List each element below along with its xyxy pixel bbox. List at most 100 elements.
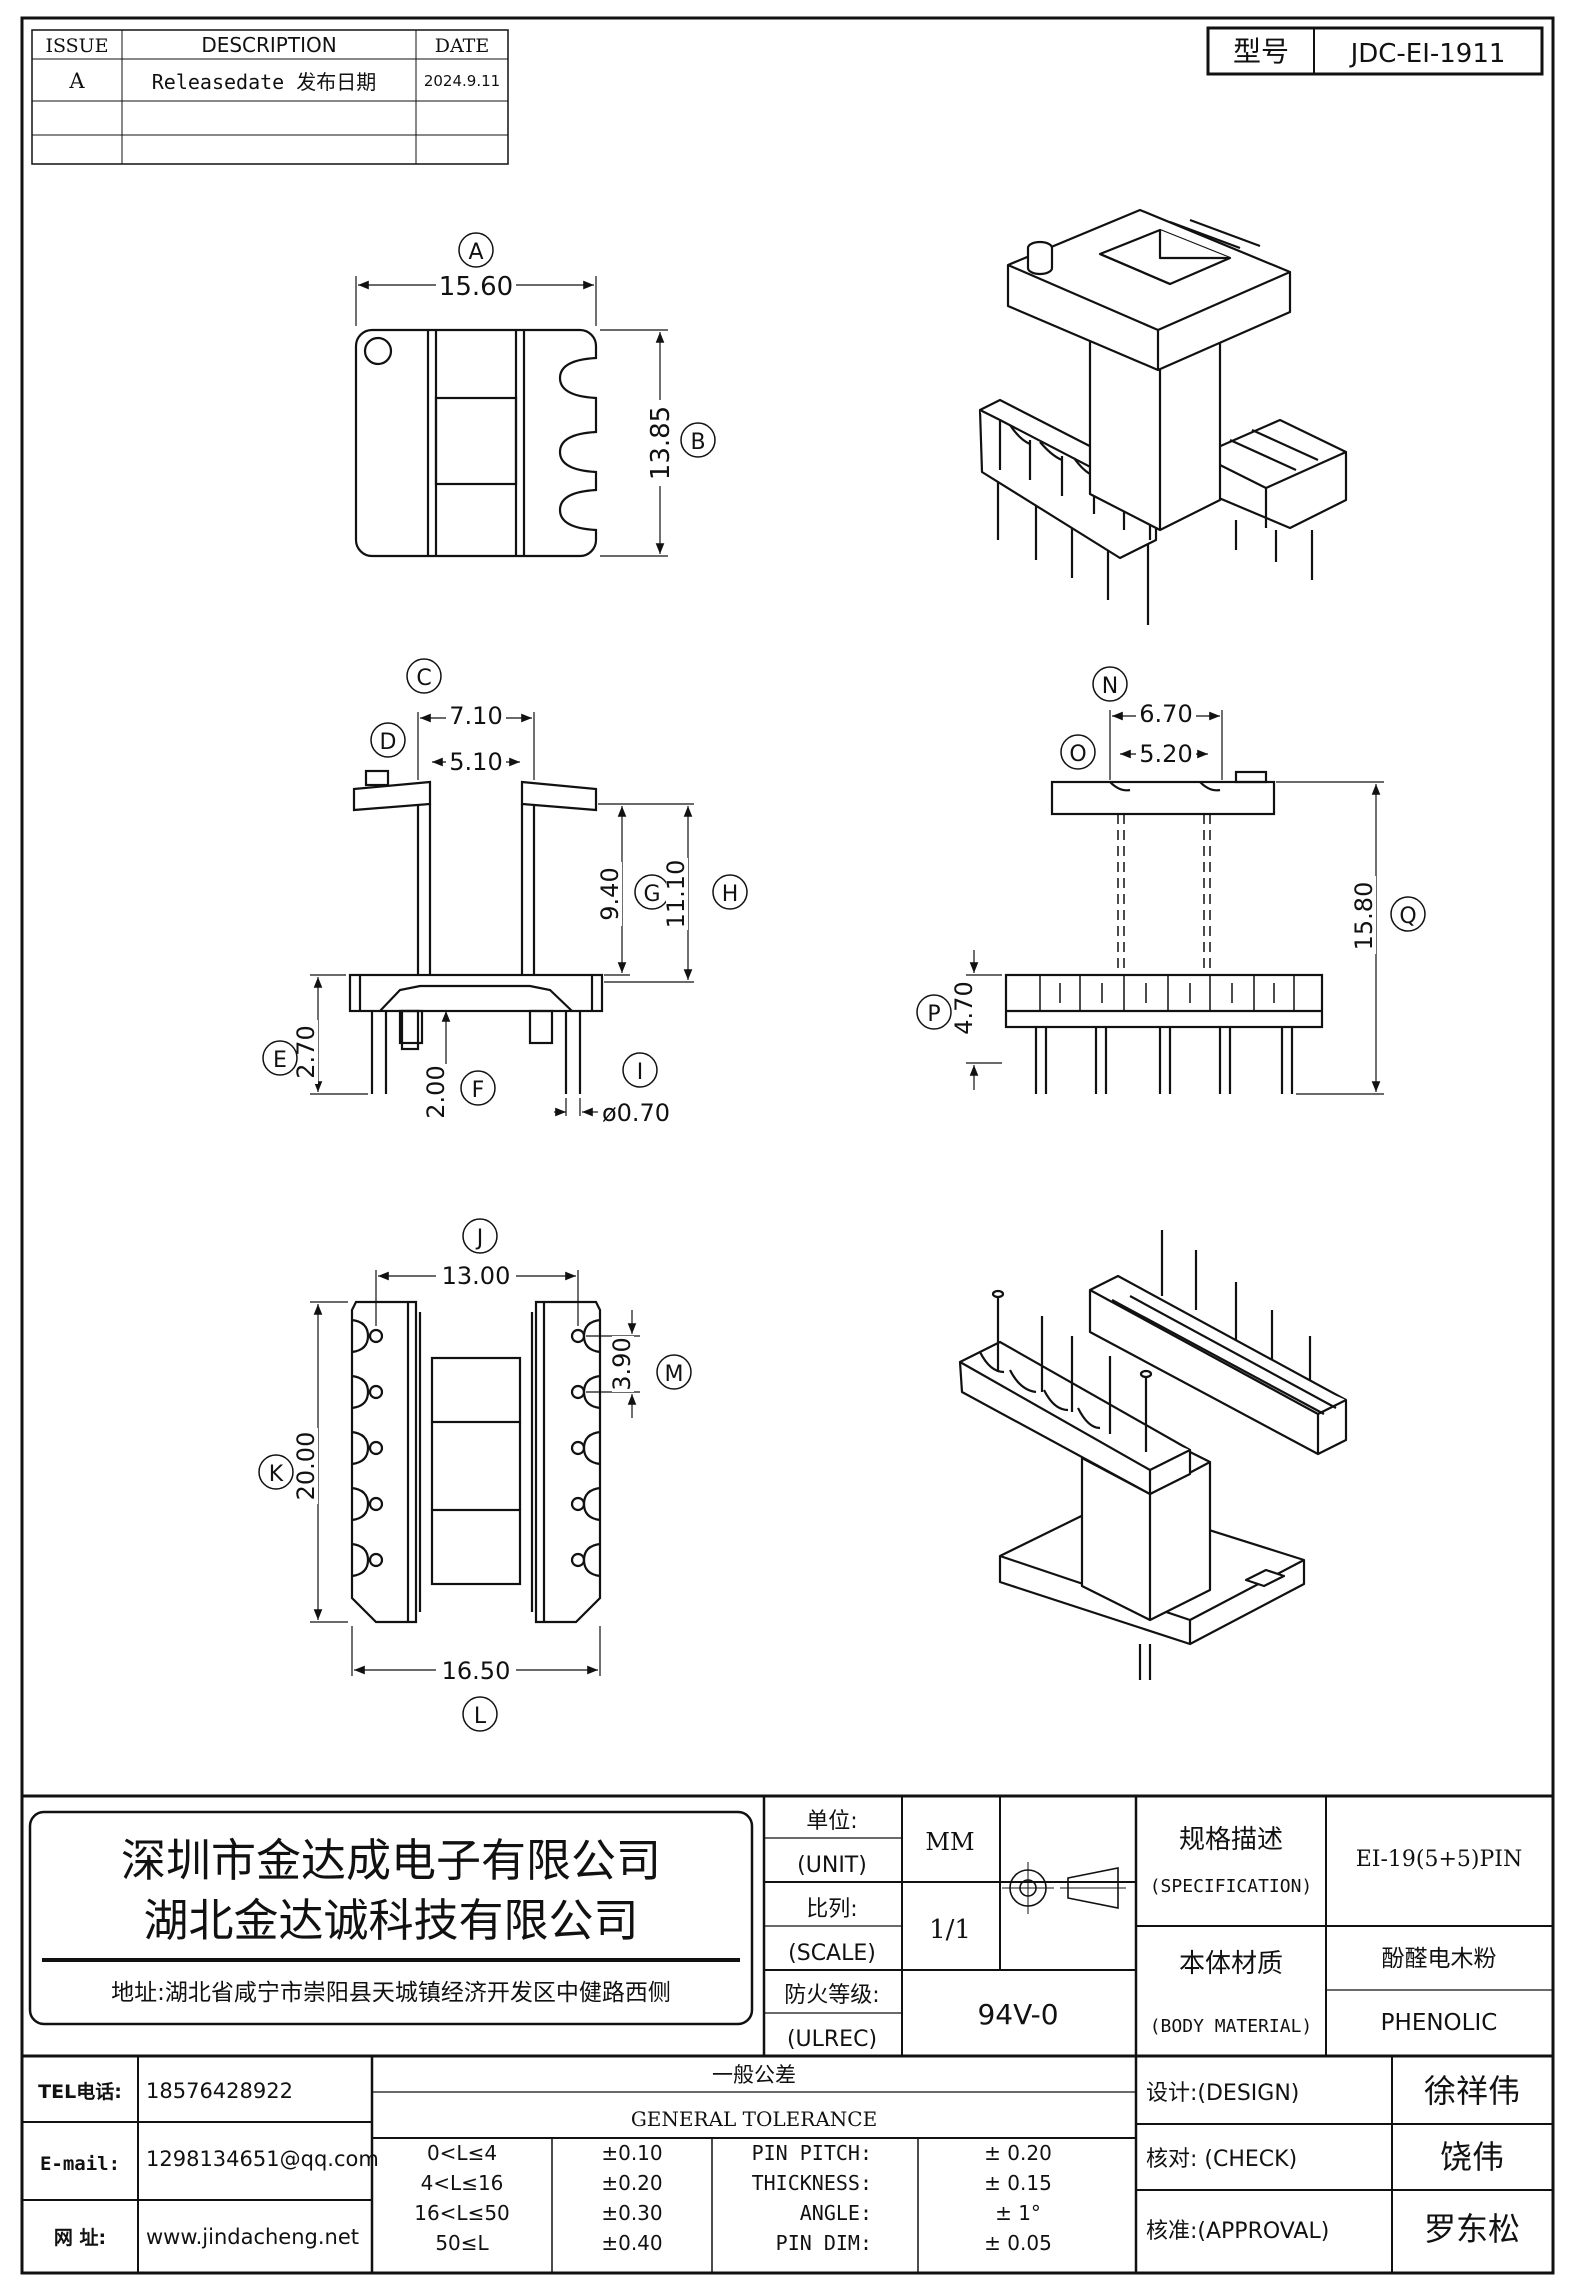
tag-q: Q xyxy=(1399,904,1416,929)
ul-value: 94V-0 xyxy=(977,1998,1058,2031)
scale-label-en: (SCALE) xyxy=(788,1941,876,1966)
email-label: E-mail: xyxy=(40,2153,120,2175)
tol-range-1: 0<L≤4 xyxy=(427,2141,497,2165)
dim-c: 7.10 xyxy=(449,702,502,730)
description-header: DESCRIPTION xyxy=(201,33,336,57)
design-name: 徐祥伟 xyxy=(1424,2072,1520,2110)
date-value: 2024.9.11 xyxy=(424,72,500,90)
dim-h: 11.10 xyxy=(662,860,690,929)
side-view xyxy=(348,769,604,1094)
tol-item-2: THICKNESS: xyxy=(752,2171,872,2195)
company-name-2: 湖北金达诚科技有限公司 xyxy=(143,1894,638,1947)
tolerance-title-cn: 一般公差 xyxy=(712,2063,796,2087)
top-view-dims: 15.60 A 13.85 B xyxy=(355,232,716,557)
material-label-cn: 本体材质 xyxy=(1179,1949,1283,1979)
tol-value-4: ±0.40 xyxy=(601,2231,662,2255)
tol-item-value-4: ± 0.05 xyxy=(984,2231,1052,2255)
tag-j: J xyxy=(475,1226,484,1251)
ul-label-cn: 防火等级: xyxy=(784,1983,879,2008)
revision-table: ISSUE DESCRIPTION DATE A Releasedate 发布日… xyxy=(31,29,509,165)
issue-header: ISSUE xyxy=(45,35,108,57)
iso-view-top xyxy=(978,208,1348,625)
dim-o: 5.20 xyxy=(1139,740,1192,768)
tag-h: H xyxy=(722,882,739,907)
bottom-view xyxy=(350,1300,602,1624)
front-view-dims: 6.70 N 5.20 O 15.80 Q 4.70 P xyxy=(916,666,1426,1095)
tag-o: O xyxy=(1069,742,1086,767)
tag-e: E xyxy=(273,1048,287,1073)
dim-b: 13.85 xyxy=(646,406,676,480)
dim-p: 4.70 xyxy=(950,981,978,1034)
tag-g: G xyxy=(643,882,660,907)
dim-f: 2.00 xyxy=(422,1065,450,1118)
description-value: Releasedate 发布日期 xyxy=(152,70,377,94)
title-block: 深圳市金达成电子有限公司 湖北金达诚科技有限公司 地址:湖北省咸宁市崇阳县天城镇… xyxy=(22,1794,1553,2273)
dim-d: 5.10 xyxy=(449,748,502,776)
design-label: 设计:(DESIGN) xyxy=(1146,2081,1299,2106)
tol-item-3: ANGLE: xyxy=(800,2201,872,2225)
tag-c: C xyxy=(416,666,431,691)
scale-value: 1/1 xyxy=(929,1915,971,1945)
tag-i: I xyxy=(637,1060,644,1085)
dim-l: 16.50 xyxy=(442,1657,511,1685)
unit-label-cn: 单位: xyxy=(806,1809,857,1834)
tol-range-4: 50≤L xyxy=(435,2231,489,2255)
model-label: 型号 xyxy=(1233,35,1289,68)
dim-j: 13.00 xyxy=(442,1262,511,1290)
tol-item-value-3: ± 1° xyxy=(995,2201,1041,2225)
side-view-dims: 7.10 C 5.10 D 9.40 G 11.10 H 2.70 E 2.00 xyxy=(262,658,748,1127)
material-value-cn: 酚醛电木粉 xyxy=(1382,1946,1497,1972)
spec-label-cn: 规格描述 xyxy=(1179,1825,1283,1855)
dim-q: 15.80 xyxy=(1350,882,1378,951)
dim-g: 9.40 xyxy=(596,867,624,920)
material-value-en: PHENOLIC xyxy=(1381,2010,1498,2036)
iso-view-bottom xyxy=(958,1230,1348,1680)
scale-label-cn: 比列: xyxy=(806,1897,857,1922)
tag-b: B xyxy=(690,430,705,455)
dim-k: 20.00 xyxy=(292,1432,320,1501)
tol-item-4: PIN DIM: xyxy=(776,2231,872,2255)
tol-item-value-1: ± 0.20 xyxy=(984,2141,1052,2165)
front-view xyxy=(1004,770,1324,1094)
sheet-border xyxy=(20,16,1555,2275)
web-value: www.jindacheng.net xyxy=(146,2225,359,2249)
unit-value: MM xyxy=(925,1828,974,1856)
tag-k: K xyxy=(269,1462,284,1487)
dim-i: ø0.70 xyxy=(602,1099,670,1127)
company-address: 地址:湖北省咸宁市崇阳县天城镇经济开发区中健路西侧 xyxy=(111,1980,671,2006)
bottom-view-dims: 13.00 J 3.90 M 20.00 K 16.50 L xyxy=(258,1218,692,1732)
date-header: DATE xyxy=(435,35,489,57)
tag-f: F xyxy=(472,1078,485,1103)
dim-n: 6.70 xyxy=(1139,700,1192,728)
material-label-en: (BODY MATERIAL) xyxy=(1150,2016,1313,2037)
check-label: 核对: (CHECK) xyxy=(1146,2147,1297,2172)
check-name: 饶伟 xyxy=(1440,2138,1504,2176)
web-label: 网 址: xyxy=(54,2227,106,2249)
tag-a: A xyxy=(468,240,483,265)
company-name-1: 深圳市金达成电子有限公司 xyxy=(121,1834,661,1887)
tol-value-3: ±0.30 xyxy=(601,2201,662,2225)
ul-label-en: (ULREC) xyxy=(787,2027,877,2052)
approval-label: 核准:(APPROVAL) xyxy=(1146,2219,1329,2244)
tag-l: L xyxy=(474,1704,487,1729)
tol-item-value-2: ± 0.15 xyxy=(984,2171,1052,2195)
tol-value-2: ±0.20 xyxy=(601,2171,662,2195)
tag-m: M xyxy=(665,1362,684,1387)
tel-value: 18576428922 xyxy=(146,2079,293,2103)
tol-item-1: PIN PITCH: xyxy=(752,2141,872,2165)
company-box xyxy=(28,1810,754,2026)
tag-n: N xyxy=(1102,674,1118,699)
model-box: 型号 JDC-EI-1911 xyxy=(1206,26,1544,76)
tol-value-1: ±0.10 xyxy=(601,2141,662,2165)
unit-label-en: (UNIT) xyxy=(797,1853,867,1878)
tol-range-3: 16<L≤50 xyxy=(414,2201,510,2225)
projection-symbol-icon xyxy=(1002,1862,1126,1914)
tolerance-title-en: GENERAL TOLERANCE xyxy=(631,2107,877,2131)
spec-label-en: (SPECIFICATION) xyxy=(1150,1876,1313,1897)
dim-m: 3.90 xyxy=(608,1337,636,1390)
tel-label: TEL电话: xyxy=(38,2080,122,2103)
tol-range-2: 4<L≤16 xyxy=(421,2171,504,2195)
issue-value: A xyxy=(68,69,85,93)
dim-a: 15.60 xyxy=(439,272,513,302)
